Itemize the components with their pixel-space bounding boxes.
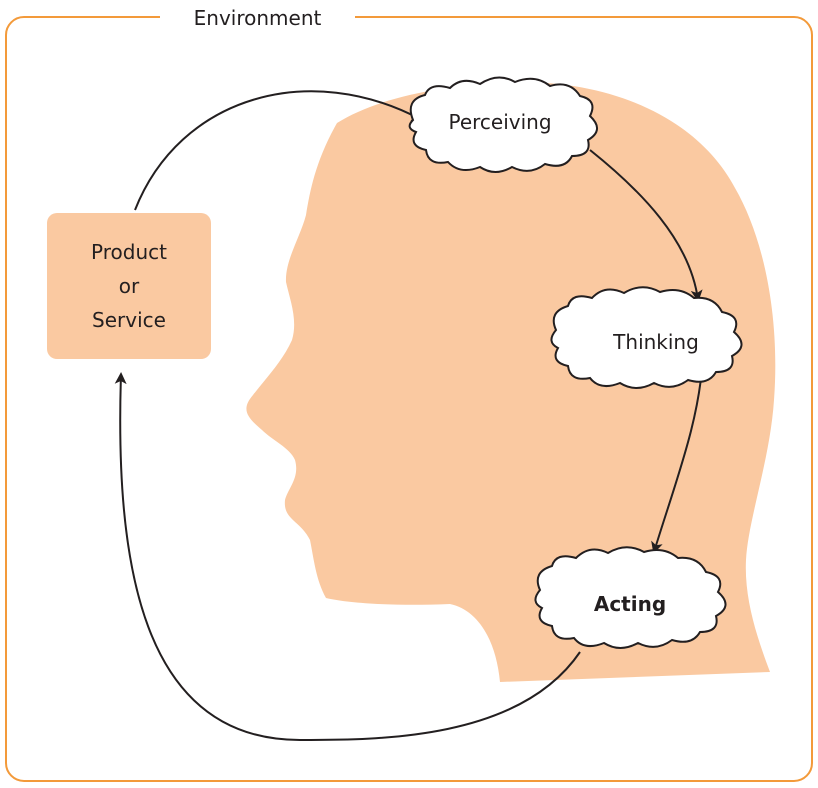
product-to-perceiving-arrow [134, 90, 424, 211]
perceiving-cloud [408, 76, 598, 173]
environment-frame [5, 16, 813, 782]
product-or-service-box: Product or Service [47, 213, 211, 359]
acting-to-product-arrow [114, 372, 581, 742]
thinking-cloud [550, 286, 743, 389]
environment-label: Environment [160, 4, 355, 32]
thinking-label: Thinking [613, 330, 699, 354]
perceiving-label: Perceiving [448, 110, 552, 134]
perceiving-to-thinking-arrow [589, 149, 703, 302]
product-label: Product [91, 240, 167, 264]
acting-cloud [534, 546, 727, 649]
service-label: Service [92, 308, 166, 332]
head-silhouette [246, 82, 776, 682]
or-label: or [118, 274, 140, 298]
acting-label: Acting [593, 592, 667, 616]
